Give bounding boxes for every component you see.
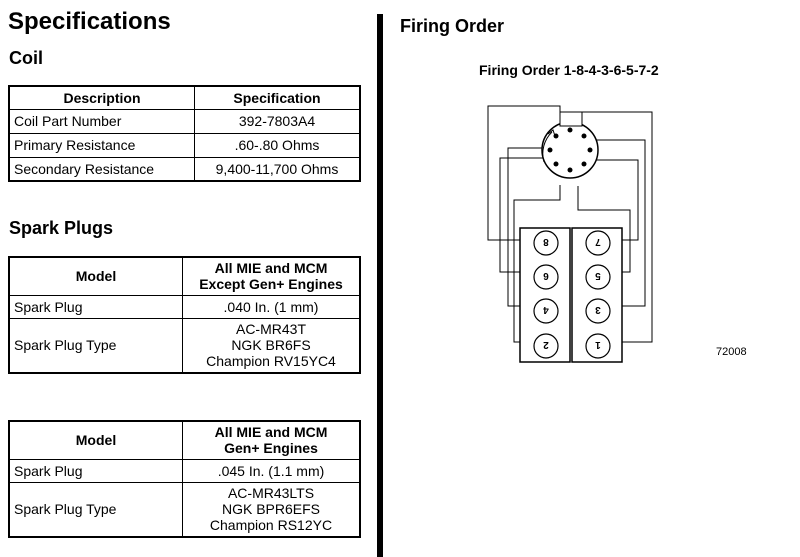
- cylinder: [585, 333, 611, 359]
- spark-plug-type: Champion RS12YC: [209, 517, 333, 534]
- cap-terminal: [587, 147, 593, 153]
- table-row: Spark Plug Type AC-MR43LTS NGK BPR6EFS C…: [8, 481, 361, 538]
- spark-plug-types: AC-MR43T NGK BR6FS Champion RV15YC4: [182, 317, 361, 374]
- coil-row-value: .60-.80 Ohms: [194, 132, 361, 158]
- cap-terminal: [567, 167, 573, 173]
- coil-row-label: Coil Part Number: [8, 108, 195, 134]
- cap-terminal: [581, 161, 587, 167]
- ignition-wire: [595, 139, 646, 307]
- cylinder: [585, 264, 611, 290]
- coil-row-label: Secondary Resistance: [8, 156, 195, 182]
- spark-plug-type: NGK BPR6EFS: [221, 501, 321, 518]
- cylinder-number: 7: [595, 236, 601, 247]
- table-row: Spark Plug Type AC-MR43T NGK BR6FS Champ…: [8, 317, 361, 374]
- coil-row-label: Primary Resistance: [8, 132, 195, 158]
- table-row: Spark Plug .040 In. (1 mm): [8, 294, 361, 319]
- firing-order-heading: Firing Order: [400, 16, 505, 36]
- spark-plug-gap: .045 In. (1.1 mm): [182, 458, 361, 483]
- coil-spec-table: Description Specification Coil Part Numb…: [8, 85, 361, 182]
- header-line: All MIE and MCM: [214, 424, 328, 441]
- spark-plug-types: AC-MR43LTS NGK BPR6EFS Champion RS12YC: [182, 481, 361, 538]
- cylinder-number: 2: [543, 339, 549, 350]
- cylinder-number: 1: [595, 339, 601, 350]
- spark-plug-type: Champion RV15YC4: [206, 353, 336, 370]
- coil-row-value: 9,400-11,700 Ohms: [194, 156, 361, 182]
- ignition-wire: [487, 105, 561, 241]
- cylinder: [585, 298, 611, 324]
- spark-plug-type: AC-MR43LTS: [227, 485, 315, 502]
- cylinder-number: 4: [543, 304, 549, 315]
- ignition-wire: [513, 185, 561, 343]
- spark-plug-type: AC-MR43T: [235, 321, 306, 338]
- col-header-model: Model: [8, 256, 183, 296]
- cylinder: [533, 264, 559, 290]
- cylinder-number: 8: [543, 236, 549, 247]
- cylinder: [533, 230, 559, 256]
- table-row: Secondary Resistance 9,400-11,700 Ohms: [8, 156, 361, 182]
- column-divider: [377, 14, 383, 557]
- ignition-wire: [577, 186, 631, 273]
- cap-terminal: [567, 127, 573, 133]
- header-line: All MIE and MCM: [214, 260, 328, 277]
- spark-plugs-heading: Spark Plugs: [9, 218, 114, 238]
- cap-terminal: [547, 147, 553, 153]
- cylinder-number: 5: [595, 270, 601, 281]
- coil-heading: Coil: [9, 48, 43, 68]
- spark-plug-table-except-gen: Model All MIE and MCM Except Gen+ Engine…: [8, 256, 361, 374]
- firing-order-title: Firing Order 1-8-4-3-6-5-7-2: [479, 62, 659, 78]
- cylinder: [585, 230, 611, 256]
- col-header-description: Description: [8, 85, 195, 110]
- col-header-engines: All MIE and MCM Gen+ Engines: [182, 420, 361, 460]
- rotation-arrow: [542, 131, 553, 163]
- ignition-wire: [499, 157, 552, 273]
- distributor-cap-tower: [559, 111, 583, 127]
- page-title: Specifications: [8, 8, 171, 35]
- table-row: Coil Part Number 392-7803A4: [8, 108, 361, 134]
- spark-plug-gap: .040 In. (1 mm): [182, 294, 361, 319]
- header-line: Gen+ Engines: [224, 440, 318, 457]
- spark-plug-type-label: Spark Plug Type: [8, 481, 183, 538]
- cylinder-number: 6: [543, 270, 549, 281]
- cylinder-number: 3: [595, 304, 601, 315]
- cap-terminal: [553, 133, 559, 139]
- coil-row-value: 392-7803A4: [194, 108, 361, 134]
- cylinder: [533, 333, 559, 359]
- spark-plug-table-gen-plus: Model All MIE and MCM Gen+ Engines Spark…: [8, 420, 361, 538]
- spark-plug-type: NGK BR6FS: [231, 337, 311, 354]
- table-row: Primary Resistance .60-.80 Ohms: [8, 132, 361, 158]
- table-row: Spark Plug .045 In. (1.1 mm): [8, 458, 361, 483]
- col-header-engines: All MIE and MCM Except Gen+ Engines: [182, 256, 361, 296]
- cap-terminal: [553, 161, 559, 167]
- spark-plug-label: Spark Plug: [8, 458, 183, 483]
- cylinder: [533, 298, 559, 324]
- header-line: Except Gen+ Engines: [199, 276, 343, 293]
- cap-terminal: [581, 133, 587, 139]
- spark-plug-type-label: Spark Plug Type: [8, 317, 183, 374]
- rotation-arrowhead: [547, 129, 556, 137]
- figure-number: 72008: [716, 346, 747, 358]
